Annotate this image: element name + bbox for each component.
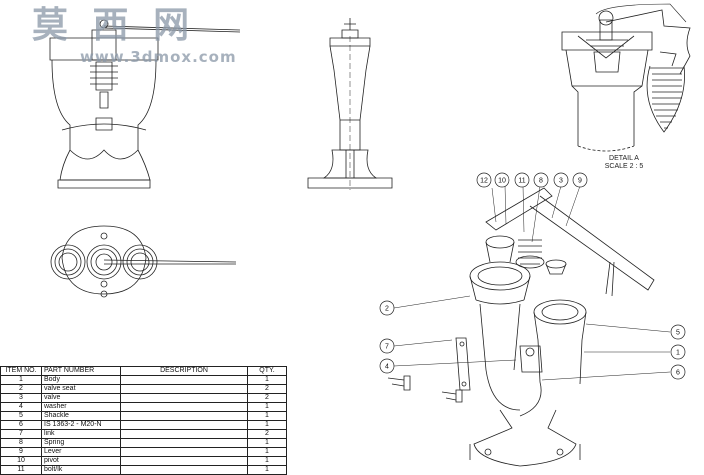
bom-cell-item-no: 1 <box>0 375 42 385</box>
front-view <box>49 19 241 189</box>
svg-text:8: 8 <box>539 178 543 185</box>
bom-cell-qty: 2 <box>247 393 287 403</box>
bom-cell-part-number: valve <box>41 393 121 403</box>
bom-cell-part-number: link <box>41 429 121 439</box>
bom-cell-description <box>120 420 248 430</box>
bom-cell-item-no: 3 <box>0 393 42 403</box>
bom-cell-part-number: Body <box>41 375 121 385</box>
balloon-2: 2 <box>379 300 395 316</box>
bom-header-description: DESCRIPTION <box>120 366 248 376</box>
bom-cell-qty: 1 <box>247 456 287 466</box>
detail-scale: SCALE 2 : 5 <box>604 163 644 170</box>
bom-cell-qty: 2 <box>247 429 287 439</box>
top-view <box>50 225 237 298</box>
balloon-5: 5 <box>670 324 686 340</box>
svg-text:9: 9 <box>578 178 582 185</box>
balloon-8: 8 <box>533 172 549 188</box>
bom-cell-item-no: 7 <box>0 429 42 439</box>
bom-cell-qty: 1 <box>247 465 287 475</box>
bom-cell-part-number: Spring <box>41 438 121 448</box>
balloon-1: 1 <box>670 344 686 360</box>
svg-text:3: 3 <box>559 178 563 185</box>
bom-cell-description <box>120 456 248 466</box>
balloon-3: 3 <box>553 172 569 188</box>
svg-text:6: 6 <box>676 370 680 377</box>
bom-cell-item-no: 2 <box>0 384 42 394</box>
watermark-logo-text: 莫 西 网 <box>32 5 196 46</box>
bom-cell-item-no: 11 <box>0 465 42 475</box>
svg-text:7: 7 <box>385 344 389 351</box>
bom-cell-part-number: Lever <box>41 447 121 457</box>
balloon-9: 9 <box>572 172 588 188</box>
bom-cell-description <box>120 375 248 385</box>
bom-header-part-number: PART NUMBER <box>41 366 121 376</box>
balloon-6: 6 <box>670 364 686 380</box>
bom-cell-description <box>120 393 248 403</box>
bom-cell-qty: 1 <box>247 447 287 457</box>
balloon-group: 12 10 11 8 3 9 2 5 7 1 4 6 <box>379 172 686 380</box>
bom-cell-part-number: Shackle <box>41 411 121 421</box>
isometric-view <box>387 187 655 467</box>
bom-cell-description <box>120 411 248 421</box>
bom-cell-part-number: washer <box>41 402 121 412</box>
bom-cell-part-number: IS 1363-2 - M20-N <box>41 420 121 430</box>
bom-cell-qty: 2 <box>247 384 287 394</box>
balloon-11: 11 <box>514 172 530 188</box>
bom-header-item-no: ITEM NO. <box>0 366 42 376</box>
bom-cell-description <box>120 384 248 394</box>
svg-text:2: 2 <box>385 306 389 313</box>
balloon-10: 10 <box>494 172 510 188</box>
bom-cell-qty: 1 <box>247 375 287 385</box>
bom-cell-qty: 1 <box>247 402 287 412</box>
bom-cell-item-no: 6 <box>0 420 42 430</box>
balloon-12: 12 <box>476 172 492 188</box>
svg-text:12: 12 <box>480 178 488 185</box>
balloon-4: 4 <box>379 358 395 374</box>
bom-cell-item-no: 5 <box>0 411 42 421</box>
bom-cell-item-no: 8 <box>0 438 42 448</box>
bom-header-qty: QTY. <box>247 366 287 376</box>
bom-cell-description <box>120 429 248 439</box>
bom-cell-qty: 1 <box>247 438 287 448</box>
bom-cell-part-number: pivot <box>41 456 121 466</box>
bom-header-row: ITEM NO. PART NUMBER DESCRIPTION QTY. <box>0 366 287 376</box>
svg-text:10: 10 <box>498 178 506 185</box>
balloon-7: 7 <box>379 338 395 354</box>
bom-cell-part-number: bolt/lk <box>41 465 121 475</box>
detail-a-view <box>561 3 691 152</box>
svg-text:5: 5 <box>676 330 680 337</box>
svg-text:4: 4 <box>385 364 389 371</box>
bom-cell-description <box>120 438 248 448</box>
svg-text:1: 1 <box>676 350 680 357</box>
bom-cell-item-no: 4 <box>0 402 42 412</box>
bom-cell-qty: 1 <box>247 420 287 430</box>
bom-cell-part-number: valve seat <box>41 384 121 394</box>
svg-text:11: 11 <box>518 178 525 185</box>
bom-cell-item-no: 10 <box>0 456 42 466</box>
bom-cell-description <box>120 402 248 412</box>
bom-cell-description <box>120 447 248 457</box>
bom-cell-description <box>120 465 248 475</box>
bom-cell-item-no: 9 <box>0 447 42 457</box>
bom-cell-qty: 1 <box>247 411 287 421</box>
side-view <box>307 18 393 190</box>
watermark-url: www.3dmox.com <box>80 48 237 66</box>
detail-title: DETAIL A <box>609 155 639 162</box>
